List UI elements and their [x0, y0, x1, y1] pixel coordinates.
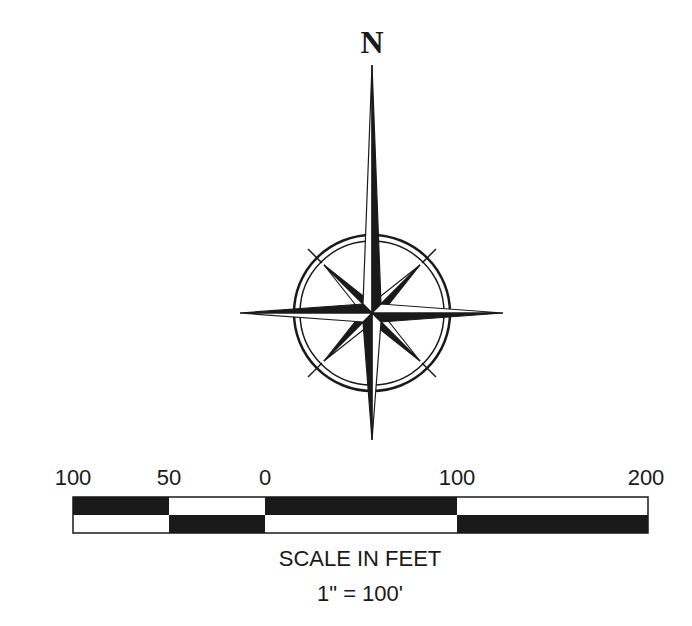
scale-tick-number: 100: [55, 467, 92, 489]
scale-ratio: 1" = 100': [317, 583, 403, 605]
scale-tick-number: 0: [259, 467, 271, 489]
scale-tick-number: 50: [157, 467, 181, 489]
scale-bar: [73, 497, 648, 533]
scale-caption: SCALE IN FEET: [279, 548, 442, 570]
north-letter: N: [360, 26, 383, 58]
compass-star: [240, 65, 503, 440]
scale-tick-number: 100: [439, 467, 476, 489]
scale-tick-number: 200: [628, 467, 665, 489]
